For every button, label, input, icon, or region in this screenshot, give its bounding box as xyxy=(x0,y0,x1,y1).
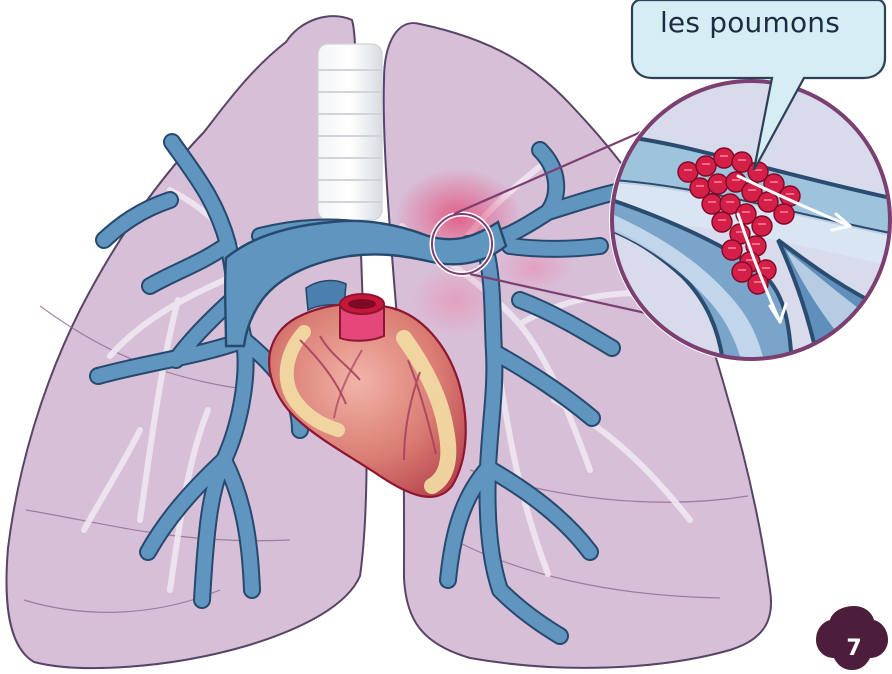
trachea xyxy=(318,44,382,220)
callout-label: les poumons xyxy=(630,0,870,44)
aorta xyxy=(340,294,384,341)
page-number: 7 xyxy=(832,626,876,670)
